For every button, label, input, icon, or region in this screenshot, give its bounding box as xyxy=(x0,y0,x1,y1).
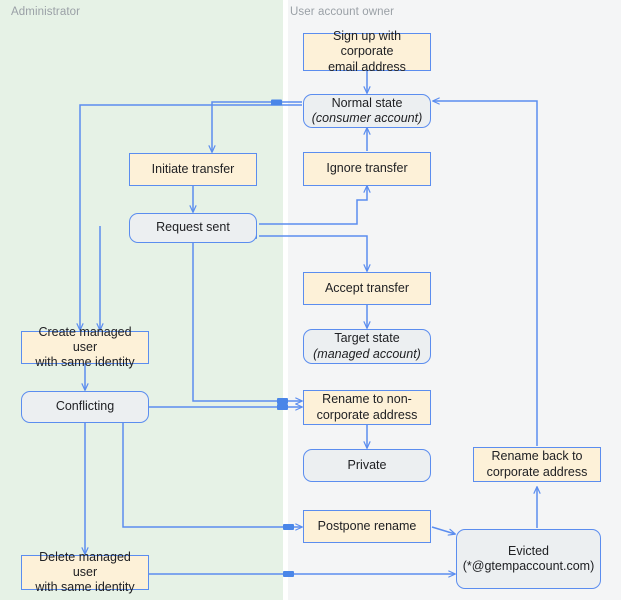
node-request-sent[interactable]: Request sent xyxy=(129,213,257,243)
node-ignore-transfer[interactable]: Ignore transfer xyxy=(303,152,431,186)
edge-source-marker-postpone xyxy=(283,524,294,530)
node-rename-to-non-corporate-address[interactable]: Rename to non- corporate address xyxy=(303,390,431,425)
node-line-1: Conflicting xyxy=(55,399,115,414)
edge-renameback-to-normal xyxy=(431,97,538,446)
node-line-1: Target state xyxy=(334,331,400,346)
node-line-1: Sign up with corporate xyxy=(332,29,402,59)
edge-source-marker-rename-b xyxy=(277,404,288,410)
node-line-2: (managed account) xyxy=(313,346,421,361)
node-initiate-transfer[interactable]: Initiate transfer xyxy=(129,153,257,186)
edge-request-to-ignore xyxy=(259,184,371,225)
node-line-1: Create managed user xyxy=(38,324,132,354)
node-line-2: with same identity xyxy=(35,355,135,370)
node-line-2: corporate address xyxy=(316,407,418,422)
node-sign-up-with-corporate-email-address[interactable]: Sign up with corporate email address xyxy=(303,29,431,74)
edge-normal-to-initiate xyxy=(208,101,302,154)
node-line-2: corporate address xyxy=(486,464,588,479)
node-line-1: Normal state xyxy=(331,95,403,110)
node-line-2: (*@gtempaccount.com) xyxy=(462,559,595,573)
node-accept-transfer[interactable]: Accept transfer xyxy=(303,272,431,305)
swimlane-label-user-account-owner: User account owner xyxy=(290,6,395,18)
node-line-1: Evicted xyxy=(508,543,549,558)
node-evicted[interactable]: Evicted (*@gtempaccount.com) xyxy=(456,529,601,589)
node-normal-state[interactable]: Normal state (consumer account) xyxy=(303,94,431,128)
node-line-1: Ignore transfer xyxy=(326,161,408,176)
node-target-state[interactable]: Target state (managed account) xyxy=(303,329,431,364)
node-rename-back-to-corporate-address[interactable]: Rename back to corporate address xyxy=(473,447,601,482)
node-line-1: Rename back to xyxy=(491,449,583,464)
node-line-2: with same identity xyxy=(35,580,135,595)
edge-request-to-rename xyxy=(192,243,304,405)
node-delete-managed-user[interactable]: Delete managed user with same identity xyxy=(21,550,149,594)
node-line-2: email address xyxy=(328,59,406,74)
swimlane-label-administrator: Administrator xyxy=(11,6,81,18)
node-create-managed-user[interactable]: Create managed user with same identity xyxy=(21,325,149,369)
edge-source-marker-normal xyxy=(271,99,282,106)
edge-conflicting-to-postpone xyxy=(122,423,304,531)
node-postpone-rename[interactable]: Postpone rename xyxy=(303,510,431,543)
node-line-1: Delete managed user xyxy=(39,549,131,579)
node-line-1: Initiate transfer xyxy=(151,161,235,176)
node-line-1: Request sent xyxy=(156,220,230,235)
node-conflicting[interactable]: Conflicting xyxy=(21,391,149,423)
node-line-2: (consumer account) xyxy=(311,111,423,125)
node-line-1: Postpone rename xyxy=(317,518,417,533)
node-private[interactable]: Private xyxy=(303,449,431,482)
node-line-1: Private xyxy=(347,457,387,472)
edge-request-to-accept xyxy=(259,235,371,273)
edge-source-marker-delete xyxy=(283,571,294,577)
node-line-1: Rename to non- xyxy=(322,392,412,407)
edge-source-marker-rename-a xyxy=(277,398,288,404)
swimlane-administrator xyxy=(0,0,283,600)
node-line-1: Accept transfer xyxy=(324,280,410,295)
edge-normal-to-create xyxy=(76,104,302,332)
edge-postpone-to-evicted xyxy=(431,526,456,536)
